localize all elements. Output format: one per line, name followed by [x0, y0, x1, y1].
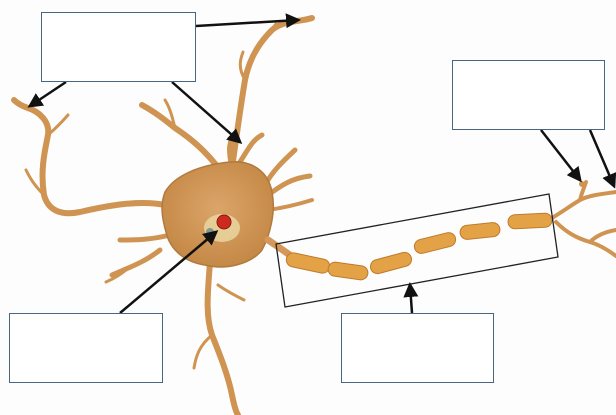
dendrite-left	[14, 100, 165, 213]
arrow-to-terminal-b	[590, 130, 614, 186]
cell-body	[162, 162, 273, 267]
arrow-to-axon	[410, 285, 412, 313]
arrow-to-dendrite-left	[30, 82, 66, 106]
myelin-sheath	[285, 213, 552, 281]
dendrite-bottom	[208, 262, 238, 415]
arrow-to-nucleus	[120, 232, 216, 313]
axon-terminals	[552, 182, 616, 256]
label-box-top-right[interactable]	[452, 60, 605, 130]
label-box-bottom-middle[interactable]	[341, 313, 494, 383]
label-box-bottom-left[interactable]	[9, 313, 163, 383]
arrow-to-terminal-a	[541, 130, 580, 180]
label-box-top-left[interactable]	[41, 12, 196, 82]
nucleolus	[217, 215, 231, 229]
dendrite-top	[232, 18, 312, 168]
